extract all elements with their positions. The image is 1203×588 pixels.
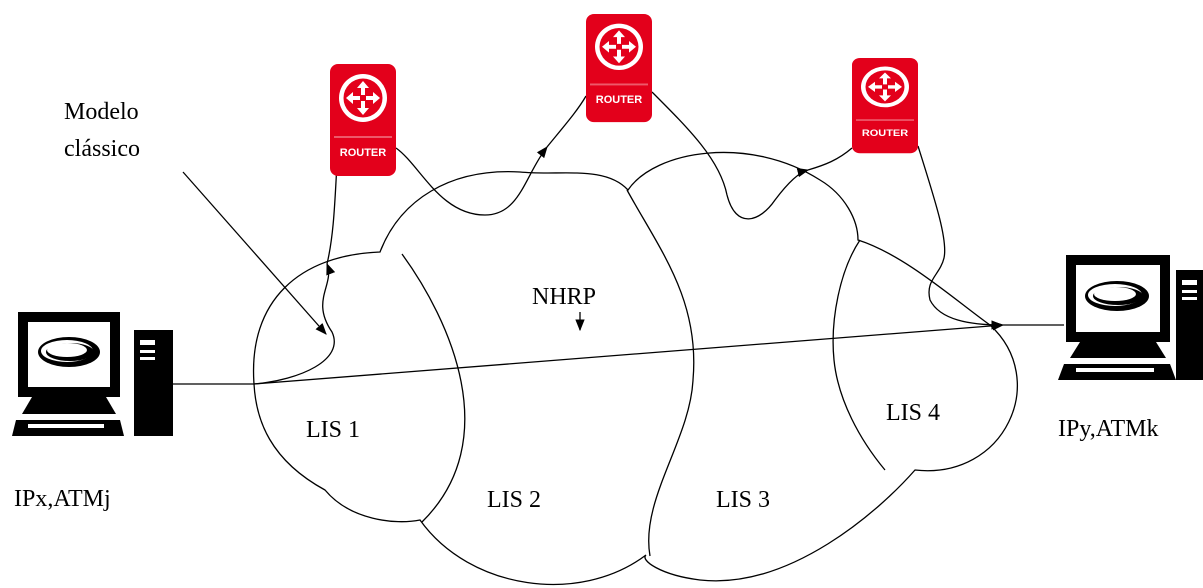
router-3: ROUTER: [852, 58, 918, 154]
model-label-line1: Modelo: [64, 99, 139, 125]
model-label-line2: clássico: [64, 136, 140, 162]
classic-route-segment-3: [395, 146, 548, 216]
classic-route-segment-4: [546, 95, 587, 148]
router-3-label: ROUTER: [862, 129, 909, 139]
nhrp-label: NHRP: [532, 284, 596, 310]
router-1: ROUTER: [330, 64, 396, 176]
nhrp-direct-path-arrow: [253, 321, 1005, 385]
router-1-label: ROUTER: [340, 147, 387, 159]
lis1-label: LIS 1: [306, 417, 360, 443]
host-right-label: IPy,ATMk: [1058, 416, 1158, 442]
lis4-label: LIS 4: [886, 400, 940, 426]
lis1-lis2-boundary: [401, 253, 466, 523]
computer-left-icon: [12, 312, 173, 436]
classic-route-segment-6: [807, 147, 853, 171]
lis2-lis3-boundary: [626, 189, 695, 557]
router-2-label: ROUTER: [596, 94, 643, 106]
lis3-lis4-boundary: [832, 239, 886, 471]
router-2: ROUTER: [586, 14, 652, 123]
lis2-label: LIS 2: [487, 487, 541, 513]
classic-route-segment-7: [917, 145, 1004, 330]
classic-route-segment-1: [253, 262, 336, 385]
classic-route-segment-5: [651, 91, 810, 220]
cloud-outline: [252, 151, 1018, 586]
model-pointer-arrow: [182, 171, 327, 335]
computer-right-icon: [1058, 255, 1203, 380]
lis3-label: LIS 3: [716, 487, 770, 513]
host-left-label: IPx,ATMj: [14, 486, 111, 512]
